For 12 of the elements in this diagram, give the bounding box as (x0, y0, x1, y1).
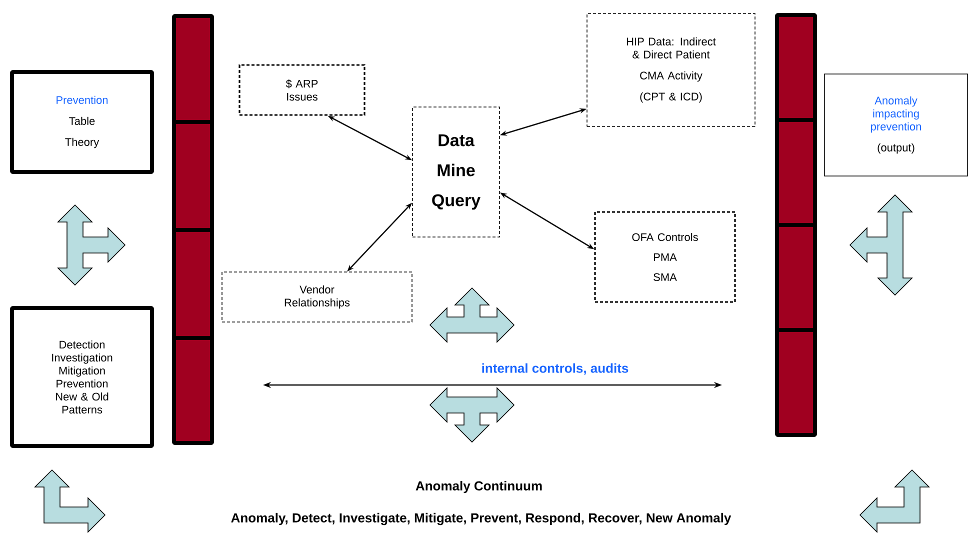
caption-text: Anomaly, Detect, Investigate, Mitigate, Prevent, Respond, Recover, New Anomaly (231, 512, 732, 526)
text-box: Anomaly impacting prevention (output) (824, 74, 968, 176)
text-box: Detection Investigation Mitigation Prevention New & Old Patterns (10, 306, 154, 448)
text-box: HIP Data: Indirect & Direct Patient CMA Activity (CPT & ICD) (586, 13, 756, 127)
text-box: Data Mine Query (412, 106, 500, 238)
text-box: $ ARP Issues (238, 64, 366, 116)
caption-text: internal controls, audits (482, 363, 628, 375)
block-arrow (57, 204, 126, 286)
heading-text: Anomaly Continuum (416, 480, 542, 494)
text-box: Prevention Table Theory (10, 70, 154, 174)
text-box: OFA Controls PMA SMA (594, 211, 736, 303)
text-box: Vendor Relationships (222, 272, 412, 322)
